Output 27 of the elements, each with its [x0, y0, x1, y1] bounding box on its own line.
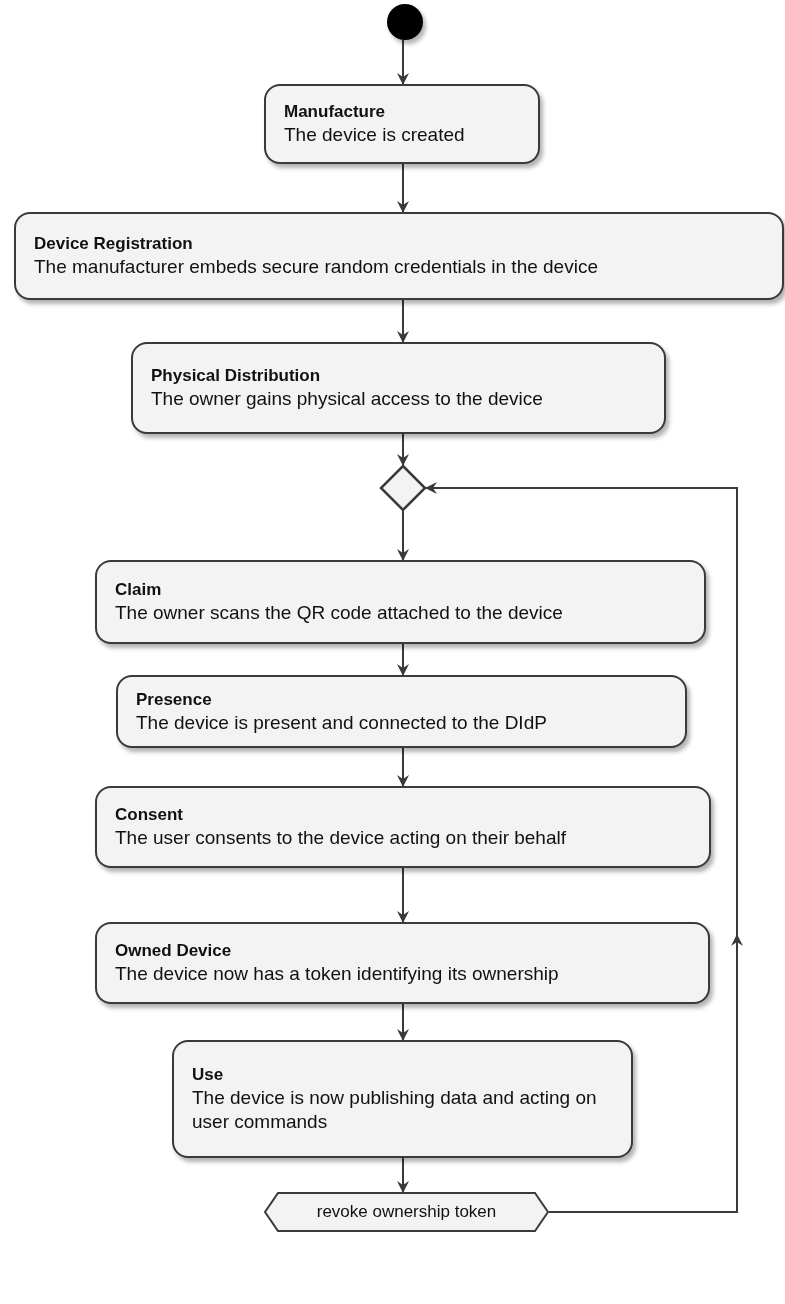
activity-box [131, 342, 666, 434]
activity-description: The owner gains physical access to the device [151, 387, 544, 411]
activity-description: The device now has a token identifying its ownership [115, 962, 560, 986]
activity-description: The device is created [284, 123, 466, 147]
activity-title: Owned Device [115, 940, 233, 962]
activity-box [95, 922, 710, 1004]
activity-title: Manufacture [284, 101, 387, 123]
activity-title: Presence [136, 688, 213, 711]
activity-description: The user consents to the device acting on their behalf [115, 826, 567, 850]
activity-box [116, 675, 687, 748]
start-dot [387, 4, 423, 40]
activity-box [14, 212, 784, 300]
activity-box [264, 84, 540, 164]
activity-title: Consent [115, 804, 184, 826]
activity-title: Claim [115, 579, 163, 601]
activity-box [172, 1040, 633, 1158]
activity-description: The owner scans the QR code attached to the device [115, 601, 564, 625]
activity-title: Use [192, 1064, 225, 1086]
activity-description: The manufacturer embeds secure random credentials in the device [34, 255, 599, 279]
merge-diamond [379, 464, 427, 512]
action-label: revoke ownership token [315, 1202, 498, 1222]
activity-description: The device is now publishing data and acting on user commands [192, 1086, 598, 1134]
activity-box [95, 560, 706, 644]
activity-box [95, 786, 711, 868]
activity-title: Device Registration [34, 233, 194, 255]
activity-description: The device is present and connected to the DIdP [136, 710, 548, 735]
activity-title: Physical Distribution [151, 365, 322, 387]
